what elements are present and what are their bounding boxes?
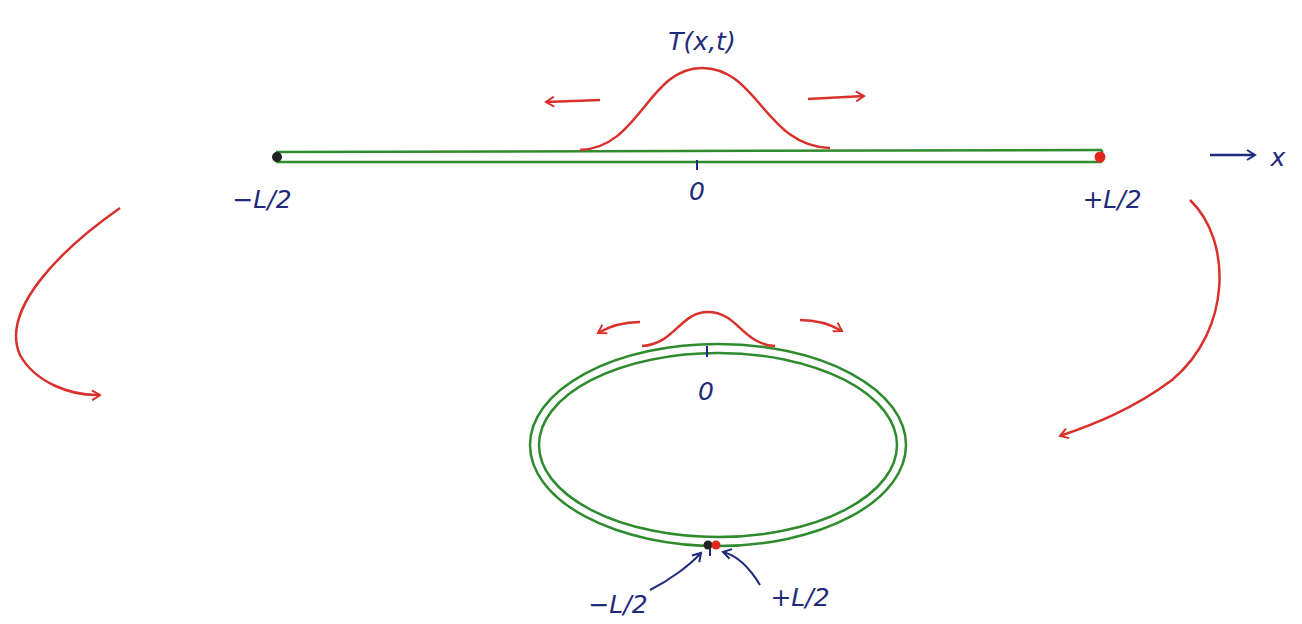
bend-arrow [1060,200,1220,436]
leader-arrow [650,553,701,590]
ring-pulse [598,312,842,346]
end-label: −L/2 [232,186,291,214]
end-label: −L/2 [588,591,647,619]
origin-label: 0 [698,378,714,406]
bend-arrow [16,208,120,395]
leader-arrow [723,552,760,585]
ring [530,344,906,556]
end-label: +L/2 [770,584,829,612]
rod [272,150,1106,170]
temperature-pulse [546,68,864,150]
origin-label: 0 [689,178,705,206]
axis-label: x [1271,144,1286,172]
end-label: +L/2 [1082,186,1141,214]
function-label: T(x,t) [668,28,735,56]
axis-arrow [1210,154,1255,157]
